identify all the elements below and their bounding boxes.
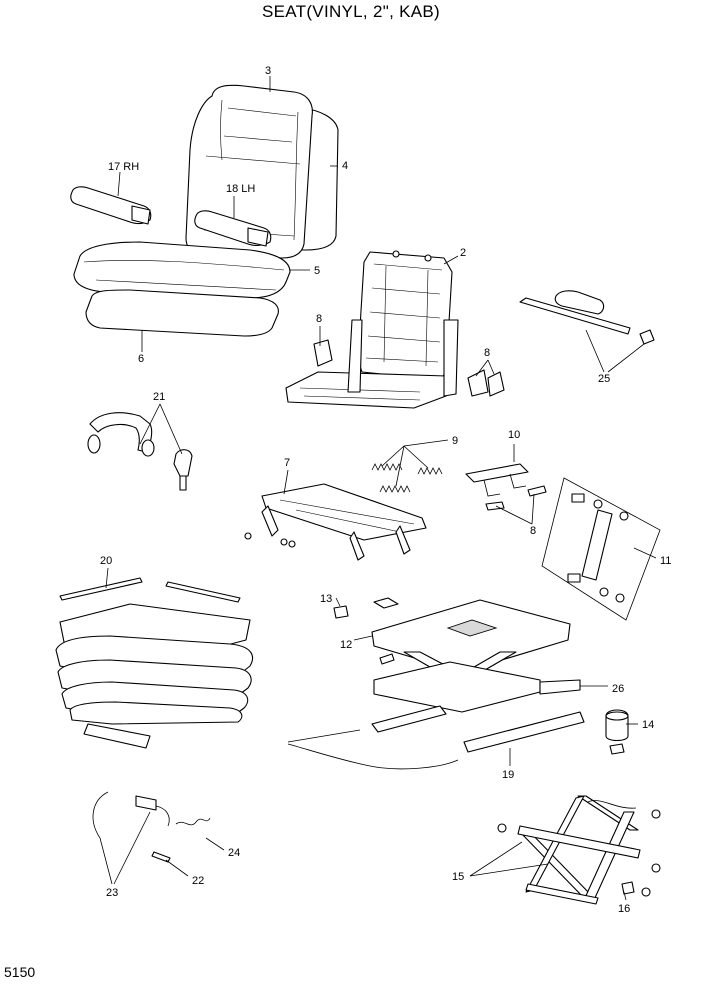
callout-4: 4	[342, 160, 348, 172]
leader-lines	[99, 76, 657, 901]
lumbar-support-part	[519, 290, 655, 345]
callout-15: 15	[452, 871, 464, 883]
wiring-part	[92, 791, 211, 863]
callout-8c: 8	[530, 525, 536, 537]
page-number: 5150	[4, 964, 36, 980]
bellows-cover-part	[55, 577, 254, 749]
callout-11: 11	[660, 555, 671, 567]
callout-13: 13	[320, 593, 332, 605]
seat-belt-part	[87, 412, 193, 491]
callout-8b: 8	[484, 347, 490, 359]
callout-21: 21	[153, 391, 165, 403]
armrest-left-part	[194, 210, 272, 247]
callout-12: 12	[340, 639, 352, 651]
diagram-title: SEAT(VINYL, 2", KAB)	[262, 2, 440, 21]
cap-part	[605, 709, 629, 755]
callout-14: 14	[642, 719, 654, 731]
callout-24: 24	[228, 847, 240, 859]
upper-slide-frame-part	[244, 483, 427, 561]
spring-part	[371, 463, 443, 493]
callout-8a: 8	[316, 313, 322, 325]
callout-3: 3	[265, 65, 271, 77]
callout-labels: 3 4 17 RH 18 LH 5 6 2 8 8 25 21 9 10 7 8…	[100, 65, 671, 915]
pin-part	[485, 485, 547, 511]
lower-scissor-part	[497, 795, 661, 905]
callout-19: 19	[502, 769, 514, 781]
bracket-part	[313, 339, 505, 397]
nut-part	[333, 605, 349, 619]
seat-cushion-part	[73, 241, 291, 299]
seat-frame-part	[285, 250, 459, 409]
shock-absorber-part	[541, 477, 661, 621]
callout-10: 10	[508, 429, 520, 441]
slide-bracket-part	[465, 463, 529, 497]
suspension-assembly-part	[371, 597, 581, 713]
seat-base-part	[85, 289, 279, 337]
callout-7: 7	[284, 457, 290, 469]
armrest-right-part	[70, 186, 152, 225]
callout-5: 5	[314, 265, 320, 277]
callout-26: 26	[612, 683, 624, 695]
slide-rail-part	[287, 705, 585, 770]
callout-2: 2	[460, 247, 466, 259]
callout-22: 22	[192, 875, 204, 887]
callout-25: 25	[598, 373, 610, 385]
callout-17rh: 17 RH	[108, 161, 139, 173]
callout-18lh: 18 LH	[226, 183, 255, 195]
callout-9: 9	[452, 435, 458, 447]
callout-20: 20	[100, 555, 112, 567]
callout-16: 16	[618, 903, 630, 915]
callout-23: 23	[106, 887, 118, 899]
callout-6: 6	[138, 353, 144, 365]
